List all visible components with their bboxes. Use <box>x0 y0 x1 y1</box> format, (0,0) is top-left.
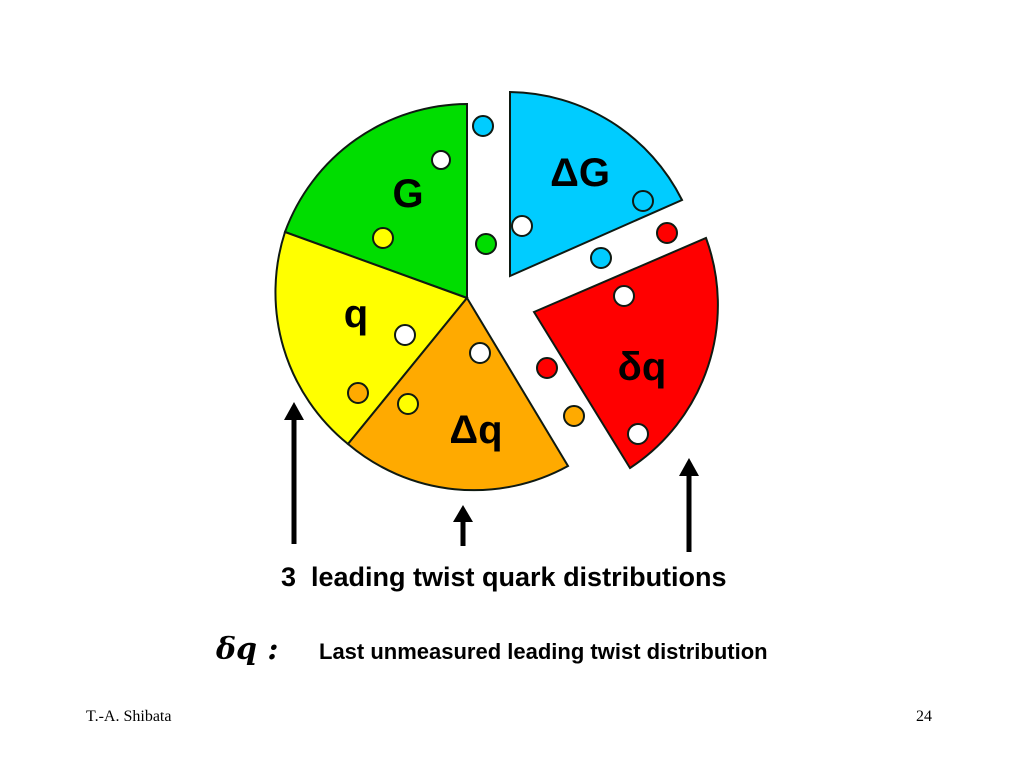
puzzle-knobs <box>347 115 678 445</box>
footer-author: T.-A. Shibata <box>86 708 172 725</box>
transversity-symbol: δq : <box>216 632 279 667</box>
footer-page-number: 24 <box>916 708 932 725</box>
label-delta-q: Δq <box>449 408 502 452</box>
label-g: G <box>392 172 423 216</box>
puzzle-piece-delta-q <box>346 296 570 492</box>
puzzle-piece-g <box>283 102 468 300</box>
arrow-up-right <box>679 458 699 552</box>
puzzle-piece-delta-g <box>509 90 684 278</box>
puzzle-piece-transversity <box>532 236 719 470</box>
distributions-caption: 3 leading twist quark distributions <box>281 562 727 592</box>
arrows <box>284 402 699 552</box>
transversity-description: Last unmeasured leading twist distributi… <box>319 639 768 664</box>
label-delta-g: ΔG <box>550 151 610 195</box>
puzzle-piece-q <box>274 230 469 446</box>
arrow-up-left <box>284 402 304 544</box>
label-transversity: δq <box>618 345 667 389</box>
arrow-up-center <box>453 505 473 546</box>
label-q: q <box>344 292 368 336</box>
